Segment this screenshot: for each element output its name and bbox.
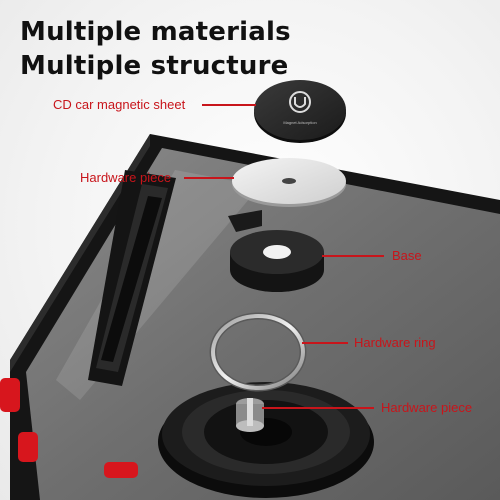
magnet-icon — [294, 97, 306, 108]
camera-module — [88, 170, 176, 386]
cd-magnetic-sheet: Magnet Adsorption — [254, 80, 346, 143]
callout-base: Base — [392, 248, 422, 263]
disc-print: Magnet Adsorption — [283, 120, 316, 125]
callout-hardware-piece-top: Hardware piece — [80, 170, 172, 185]
side-buttons — [0, 378, 138, 478]
callout-lines — [184, 104, 384, 409]
base-part — [228, 210, 324, 292]
hardware-piece-on-case — [236, 398, 264, 432]
heading-line-2: Multiple structure — [20, 51, 289, 81]
heading-line-1: Multiple materials — [20, 17, 291, 47]
hardware-plate — [232, 158, 346, 207]
callout-hardware-ring: Hardware ring — [354, 335, 436, 350]
callout-cd-car-magnetic-sheet: CD car magnetic sheet — [53, 97, 186, 112]
callout-hardware-piece-bottom: Hardware piece — [381, 400, 473, 415]
